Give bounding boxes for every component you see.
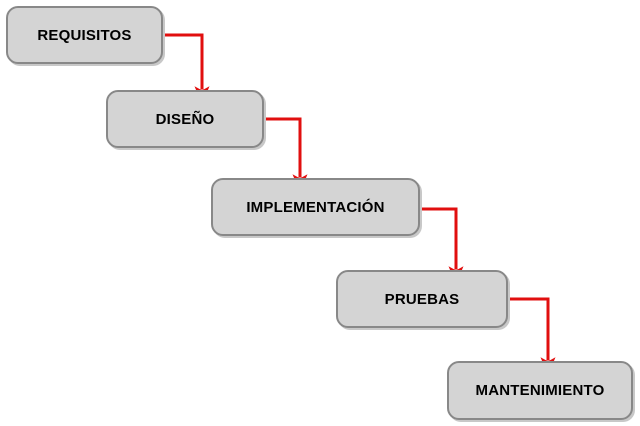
stage-box-pruebas[interactable]: PRUEBAS	[336, 270, 508, 328]
stage-label-requisitos: REQUISITOS	[37, 26, 132, 44]
stage-label-mantenimiento: MANTENIMIENTO	[475, 382, 605, 399]
stage-box-implementacion[interactable]: IMPLEMENTACIÓN	[211, 178, 420, 236]
connector-arrow-3	[418, 207, 464, 285]
stage-label-diseno: DISEÑO	[155, 110, 215, 128]
stage-label-implementacion: IMPLEMENTACIÓN	[246, 198, 385, 216]
stage-box-mantenimiento[interactable]: MANTENIMIENTO	[447, 361, 633, 420]
connector-arrow-1	[161, 33, 210, 105]
connector-arrow-4	[506, 297, 556, 376]
stage-box-diseno[interactable]: DISEÑO	[106, 90, 264, 148]
connector-arrow-2	[262, 117, 308, 193]
stage-box-requisitos[interactable]: REQUISITOS	[6, 6, 163, 64]
stage-label-pruebas: PRUEBAS	[384, 290, 460, 308]
